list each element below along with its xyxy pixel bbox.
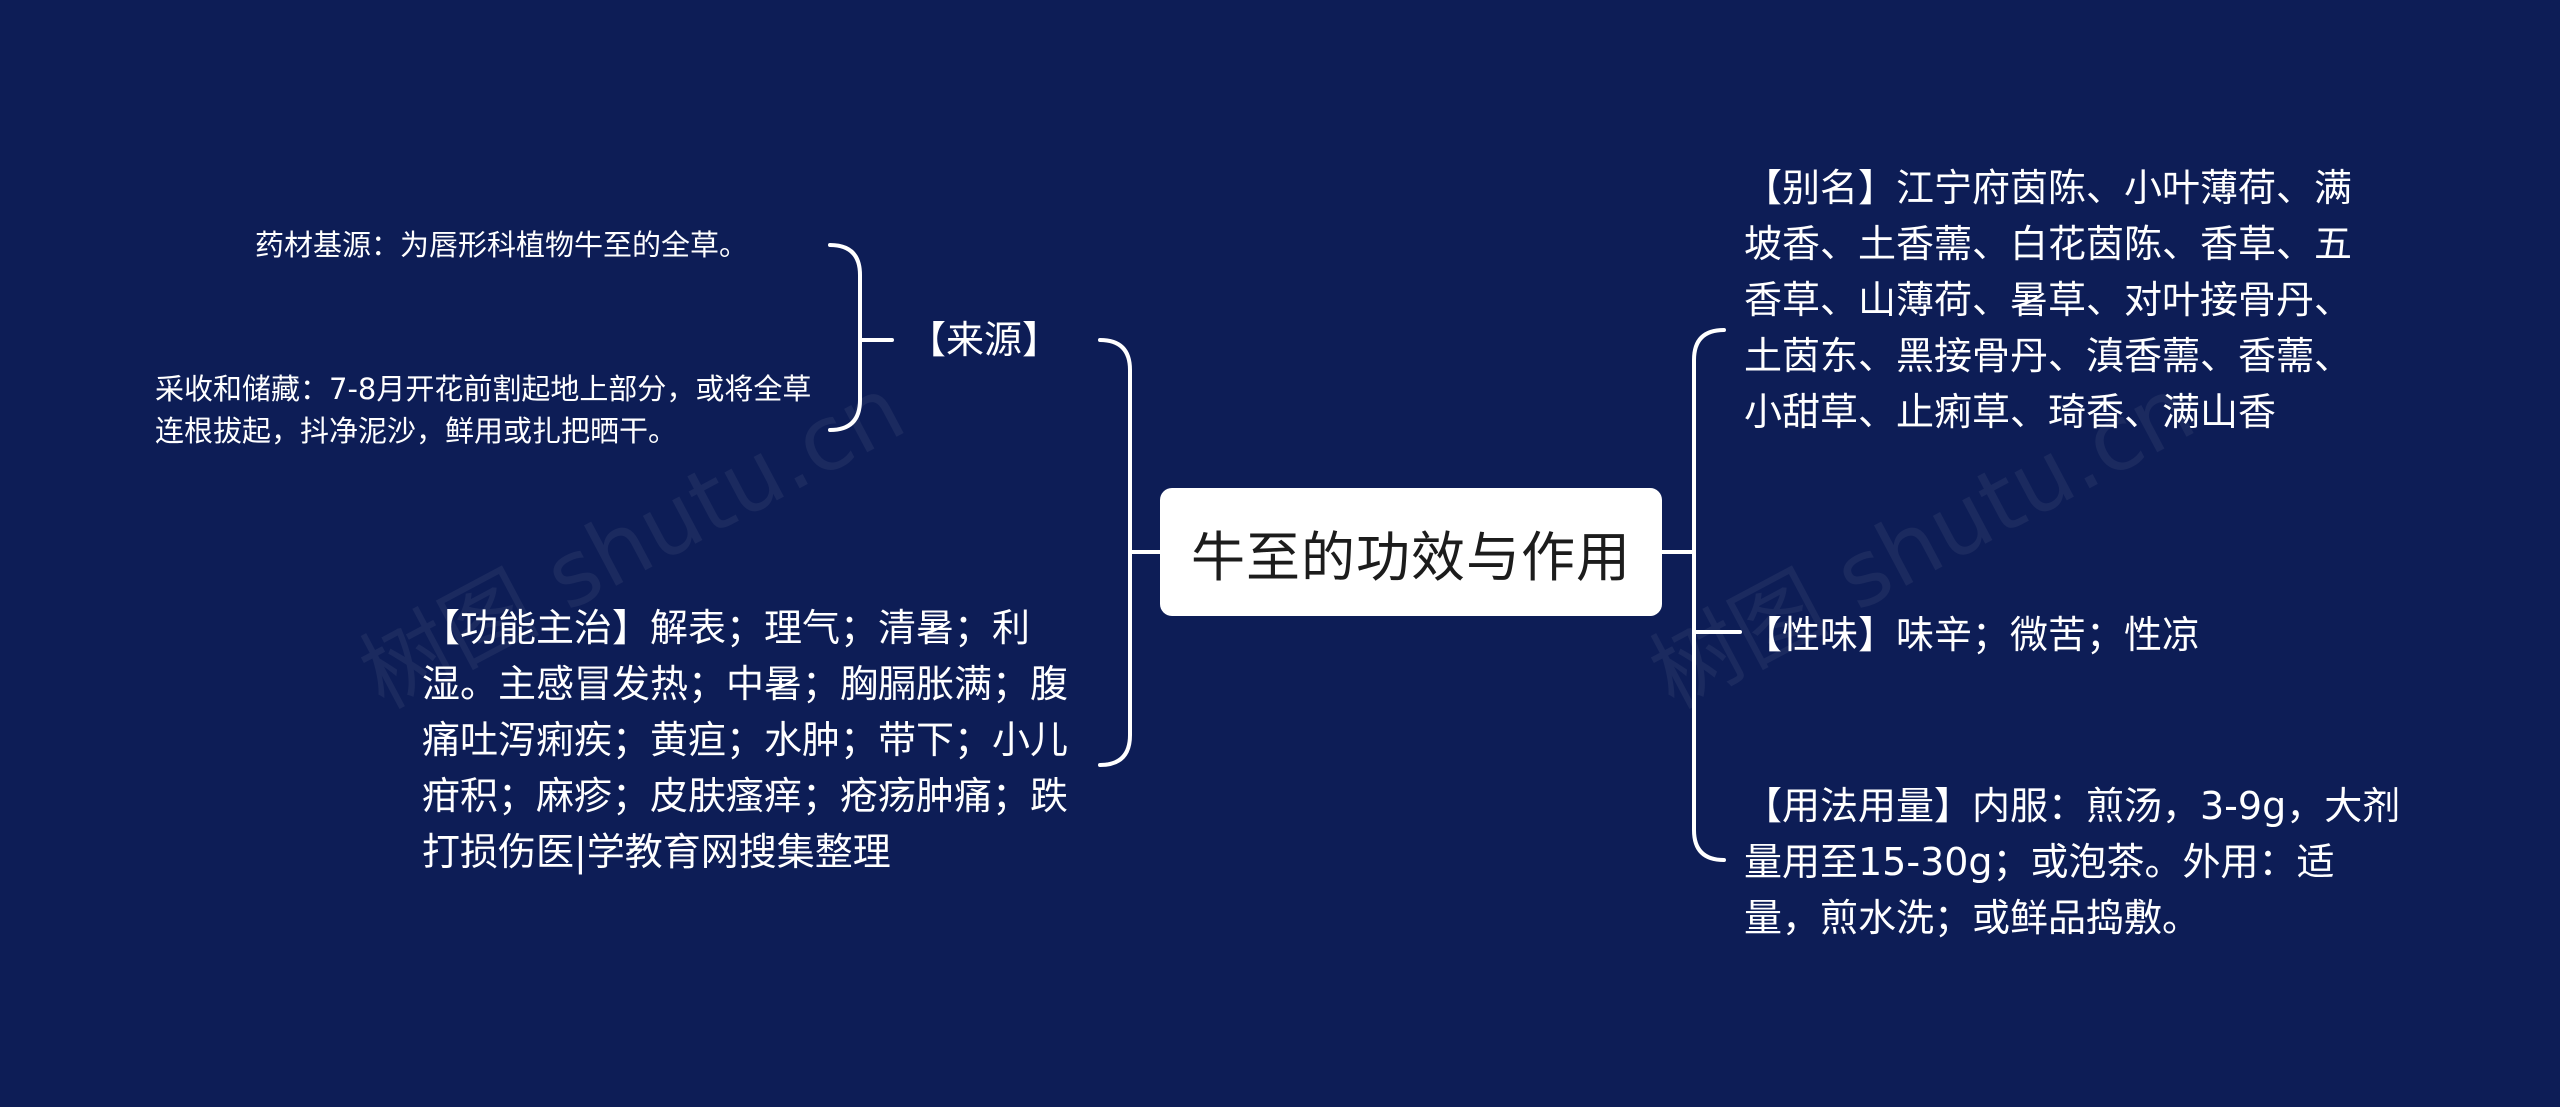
node-source[interactable]: 【来源】 (908, 318, 1061, 362)
node-function[interactable]: 【功能主治】解表；理气；清暑；利湿。主感冒发热；中暑；胸膈胀满；腹痛吐泻痢疾；黄… (422, 606, 1069, 874)
root-node[interactable]: 牛至的功效与作用 (1160, 488, 1662, 616)
node-alias[interactable]: 【别名】江宁府茵陈、小叶薄荷、满坡香、土香薷、白花茵陈、香草、五香草、山薄荷、暑… (1744, 166, 2353, 434)
node-source-origin[interactable]: 药材基源：为唇形科植物牛至的全草。 (255, 228, 749, 262)
node-source-harvest[interactable]: 采收和储藏：7-8月开花前割起地上部分，或将全草连根拔起，抖净泥沙，鲜用或扎把晒… (155, 372, 812, 448)
root-label: 牛至的功效与作用 (1191, 525, 1631, 589)
connector-left-bracket (1098, 338, 1132, 767)
connector-right-bracket (1692, 328, 1726, 862)
node-usage[interactable]: 【用法用量】内服：煎汤，3-9g，大剂量用至15-30g；或泡茶。外用：适量，煎… (1744, 784, 2401, 940)
node-property[interactable]: 【性味】味辛；微苦；性凉 (1744, 613, 2201, 657)
connector-source-bracket (828, 243, 862, 432)
